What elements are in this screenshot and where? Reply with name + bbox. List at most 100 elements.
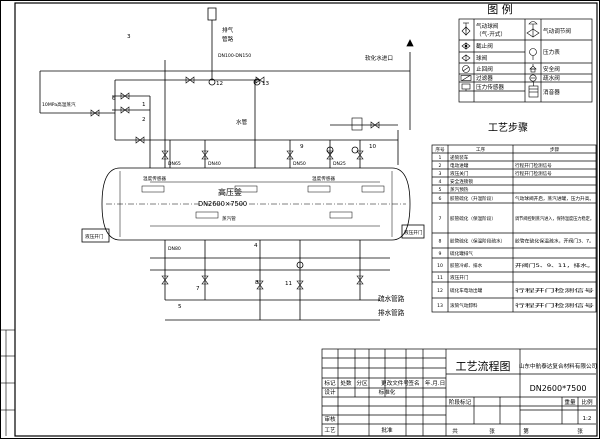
valve-number: 7: [196, 286, 200, 292]
proc-row-process: 胶管冷却、排水: [450, 262, 483, 269]
valve-symbol: [90, 109, 100, 117]
tb-total: 共: [452, 427, 458, 435]
legend-label-check-valve: 止回阀: [476, 65, 493, 73]
valve-symbol: [255, 76, 265, 84]
valve-number: 6: [112, 96, 116, 102]
proc-row-no: 8: [439, 239, 442, 245]
valve-symbol: [296, 280, 304, 290]
valve-symbol: [201, 150, 209, 160]
valve-number: 5: [178, 304, 182, 310]
legend-label-pneumatic-control-valve: 气动调节阀: [543, 27, 571, 35]
legend-label-steam-trap: 疏水阀: [543, 74, 560, 82]
tb-approve: 批准: [381, 426, 393, 434]
ball-valve-icon: [461, 54, 471, 62]
tb-total-unit: 张: [489, 427, 495, 435]
label-steam-in: 10MPa高温蒸汽: [42, 101, 76, 108]
label-temp-left: 温度传感器: [143, 175, 166, 182]
valve-number: 12: [216, 81, 223, 87]
tb-header-file: 更改文件号: [381, 379, 409, 387]
label-vessel-size: DN2600×7500: [198, 200, 247, 208]
dn-tag: DN80: [168, 246, 181, 252]
proc-row-process: 胶管硫化（升温阶段）: [450, 195, 496, 202]
globe-valve-icon: [461, 42, 471, 50]
proc-row-no: 5: [439, 187, 442, 193]
proc-header-no: 序号: [435, 146, 445, 153]
proc-header-proc: 工序: [476, 146, 486, 153]
proc-row-step: 安全连锁锁: [450, 178, 473, 185]
proc-row-step: 电动进罐: [450, 162, 469, 169]
tb-sheet-unit: 张: [577, 427, 583, 435]
proc-row-step: 开阀门5、9、11，排水。: [515, 262, 594, 269]
tb-header-date: 年.月.日: [425, 379, 445, 387]
legend-label-silencer: 消音器: [543, 88, 560, 96]
proc-row-step: 递筒装车: [450, 154, 469, 161]
valve-number: 8: [255, 280, 259, 286]
proc-row-no: 7: [439, 216, 442, 222]
proc-row-step: 硫化罐排气: [450, 250, 473, 257]
proc-row-step: 蒸汽预热: [450, 186, 469, 193]
valve-symbol: [356, 150, 364, 160]
strainer-icon: [460, 75, 472, 81]
pressure-gauge-icon: [529, 48, 537, 60]
label-vessel-title: 高压釜: [218, 187, 242, 197]
legend-label-pneumatic-ball-valve-line1: 气动球阀: [476, 22, 499, 30]
dn-tag: DN65: [168, 161, 181, 167]
valve-symbol: [201, 275, 209, 285]
proc-row-step: 胶管在硫化保温疏水，开阀门3、7。: [515, 238, 594, 245]
proc-row-process: 胶管硫化（保温阶段疏水）: [450, 238, 505, 245]
label-water-pipe: 水管: [236, 118, 248, 126]
valve-number: 11: [285, 281, 293, 287]
tb-review: 审核: [324, 415, 336, 423]
safety-valve-icon: [529, 64, 537, 73]
autoclave-vessel: [101, 167, 411, 241]
proc-row-no: 1: [439, 155, 442, 161]
proc-header-step: 步骤: [550, 146, 560, 153]
tb-standard: 标准化: [379, 388, 396, 396]
dn-tag: DN25: [333, 161, 346, 167]
label-hydraulic-left: 液压开门: [85, 233, 104, 240]
label-steam-pipe: 蒸汽管: [222, 215, 236, 222]
steam-trap-icon: [529, 74, 537, 82]
valve-symbol: [286, 150, 294, 160]
proc-row-no: 3: [439, 171, 442, 177]
valve-symbol: [161, 275, 169, 285]
pneumatic-control-valve-icon: [526, 21, 540, 38]
legend-label-pressure-gauge: 压力表: [543, 48, 560, 56]
label-silencer-size: DN100-DN150: [218, 53, 251, 59]
piping-diagram: [39, 7, 425, 321]
drawing-frame: [14, 2, 598, 437]
valve-symbol: [356, 275, 364, 285]
valve-symbol: [326, 150, 334, 160]
label-exhaust-line2: 管路: [222, 35, 234, 43]
tb-header-zone: 分区: [356, 379, 368, 387]
binding-strip: [0, 329, 15, 436]
proc-row-process: 胶管硫化（保温阶段）: [450, 215, 496, 222]
valve-symbol: [135, 136, 145, 144]
proc-row-note: 行程开门检测信号: [515, 170, 552, 177]
tb-model: DN2600*7500: [530, 384, 587, 393]
tb-drawing-title: 工艺流程图: [456, 359, 511, 373]
check-valve-icon: [462, 65, 470, 73]
tb-company: 山东中航泰达复合材料有限公司: [519, 362, 597, 370]
label-exhaust-line1: 排气: [222, 26, 234, 34]
legend-label-globe-valve: 截止阀: [476, 42, 493, 50]
legend-label-strainer: 过滤器: [476, 74, 493, 82]
proc-row-step: 液压关门: [450, 170, 469, 177]
silencer-icon: [528, 82, 539, 98]
tb-stage: 阶段标记: [449, 398, 472, 406]
proc-row-step: 液压开门: [450, 274, 469, 281]
tb-sheet: 第: [523, 427, 529, 435]
valve-number: 9: [300, 144, 304, 150]
proc-row-note: 行程开门检测信号: [515, 162, 552, 169]
valve-number: 3: [127, 34, 131, 40]
proc-row-no: 10: [437, 263, 443, 269]
valve-number: 13: [262, 81, 270, 87]
proc-row-process: 滚筒气动卸料: [450, 302, 478, 309]
proc-row-no: 9: [439, 251, 442, 257]
tb-header-count: 处数: [340, 379, 352, 387]
proc-row-no: 12: [437, 288, 443, 294]
proc-row-no: 2: [439, 163, 442, 169]
valve-symbol: [370, 121, 380, 129]
